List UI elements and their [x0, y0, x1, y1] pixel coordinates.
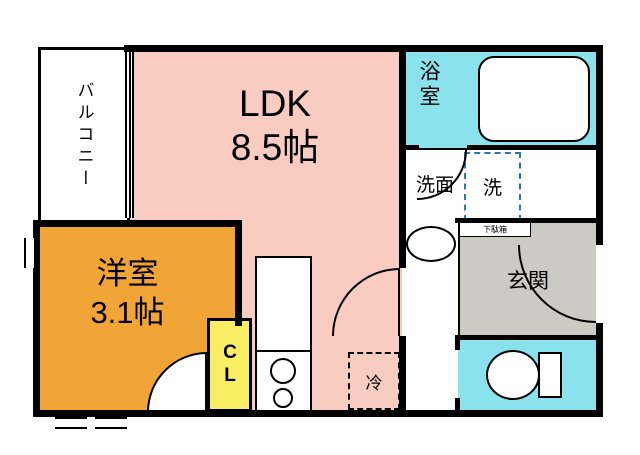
vent-bottom-2: [95, 417, 127, 429]
stove-burner-large: [270, 358, 296, 384]
vent-bottom-1: [55, 417, 87, 429]
counter-divider: [257, 350, 310, 352]
wall-toilet-left-a: [455, 335, 460, 350]
refrigerator-space: 冷: [348, 352, 400, 410]
bathtub: [478, 56, 590, 142]
wall-bottom: [33, 410, 603, 417]
washbasin: [406, 226, 456, 262]
bathroom-door-leaf: [417, 148, 467, 150]
western-room-name: 洋室: [96, 256, 159, 291]
washroom-label: 洗面: [416, 175, 455, 196]
ldk-name: LDK: [239, 83, 311, 124]
wall-western-right: [235, 220, 242, 326]
shoe-cabinet: 下駄箱: [459, 222, 531, 237]
ldk-door-leaf: [398, 268, 400, 336]
wall-western-top: [33, 220, 242, 227]
wall-bath-wash-left: [399, 145, 419, 150]
western-room-size: 3.1帖: [90, 294, 165, 330]
stove-burner-small: [273, 388, 293, 408]
balcony-label: バルコニー: [74, 80, 94, 191]
window-center-line: [129, 52, 131, 218]
wall-mid-lower: [399, 336, 406, 417]
wall-toilet-top: [455, 335, 603, 340]
western-room-label: 洋室 3.1帖: [45, 255, 210, 333]
balcony: バルコニー: [38, 47, 130, 224]
wall-right-lower: [596, 323, 603, 417]
toilet-bowl: [486, 350, 540, 400]
wall-toilet-left-b: [455, 398, 460, 417]
closet: CL: [207, 318, 252, 412]
closet-label: CL: [219, 342, 241, 388]
vent-left: [24, 238, 36, 268]
toilet-tank: [538, 352, 562, 398]
shoe-cabinet-label: 下駄箱: [483, 225, 507, 234]
kitchen-counter: [255, 256, 312, 412]
refrigerator-label: 冷: [365, 373, 383, 393]
balcony-window: [125, 52, 134, 218]
wall-left-lower: [33, 220, 40, 417]
wall-top: [124, 45, 603, 52]
bathroom-label: 浴室: [417, 60, 440, 110]
wall-mid-upper: [399, 45, 406, 268]
wall-wash-entrance: [455, 218, 603, 223]
wall-bath-wash-right: [467, 145, 603, 150]
ldk-label: LDK 8.5帖: [175, 82, 375, 171]
washing-machine: 洗: [464, 152, 521, 221]
washing-machine-label: 洗: [482, 178, 502, 199]
ldk-size: 8.5帖: [230, 127, 320, 169]
